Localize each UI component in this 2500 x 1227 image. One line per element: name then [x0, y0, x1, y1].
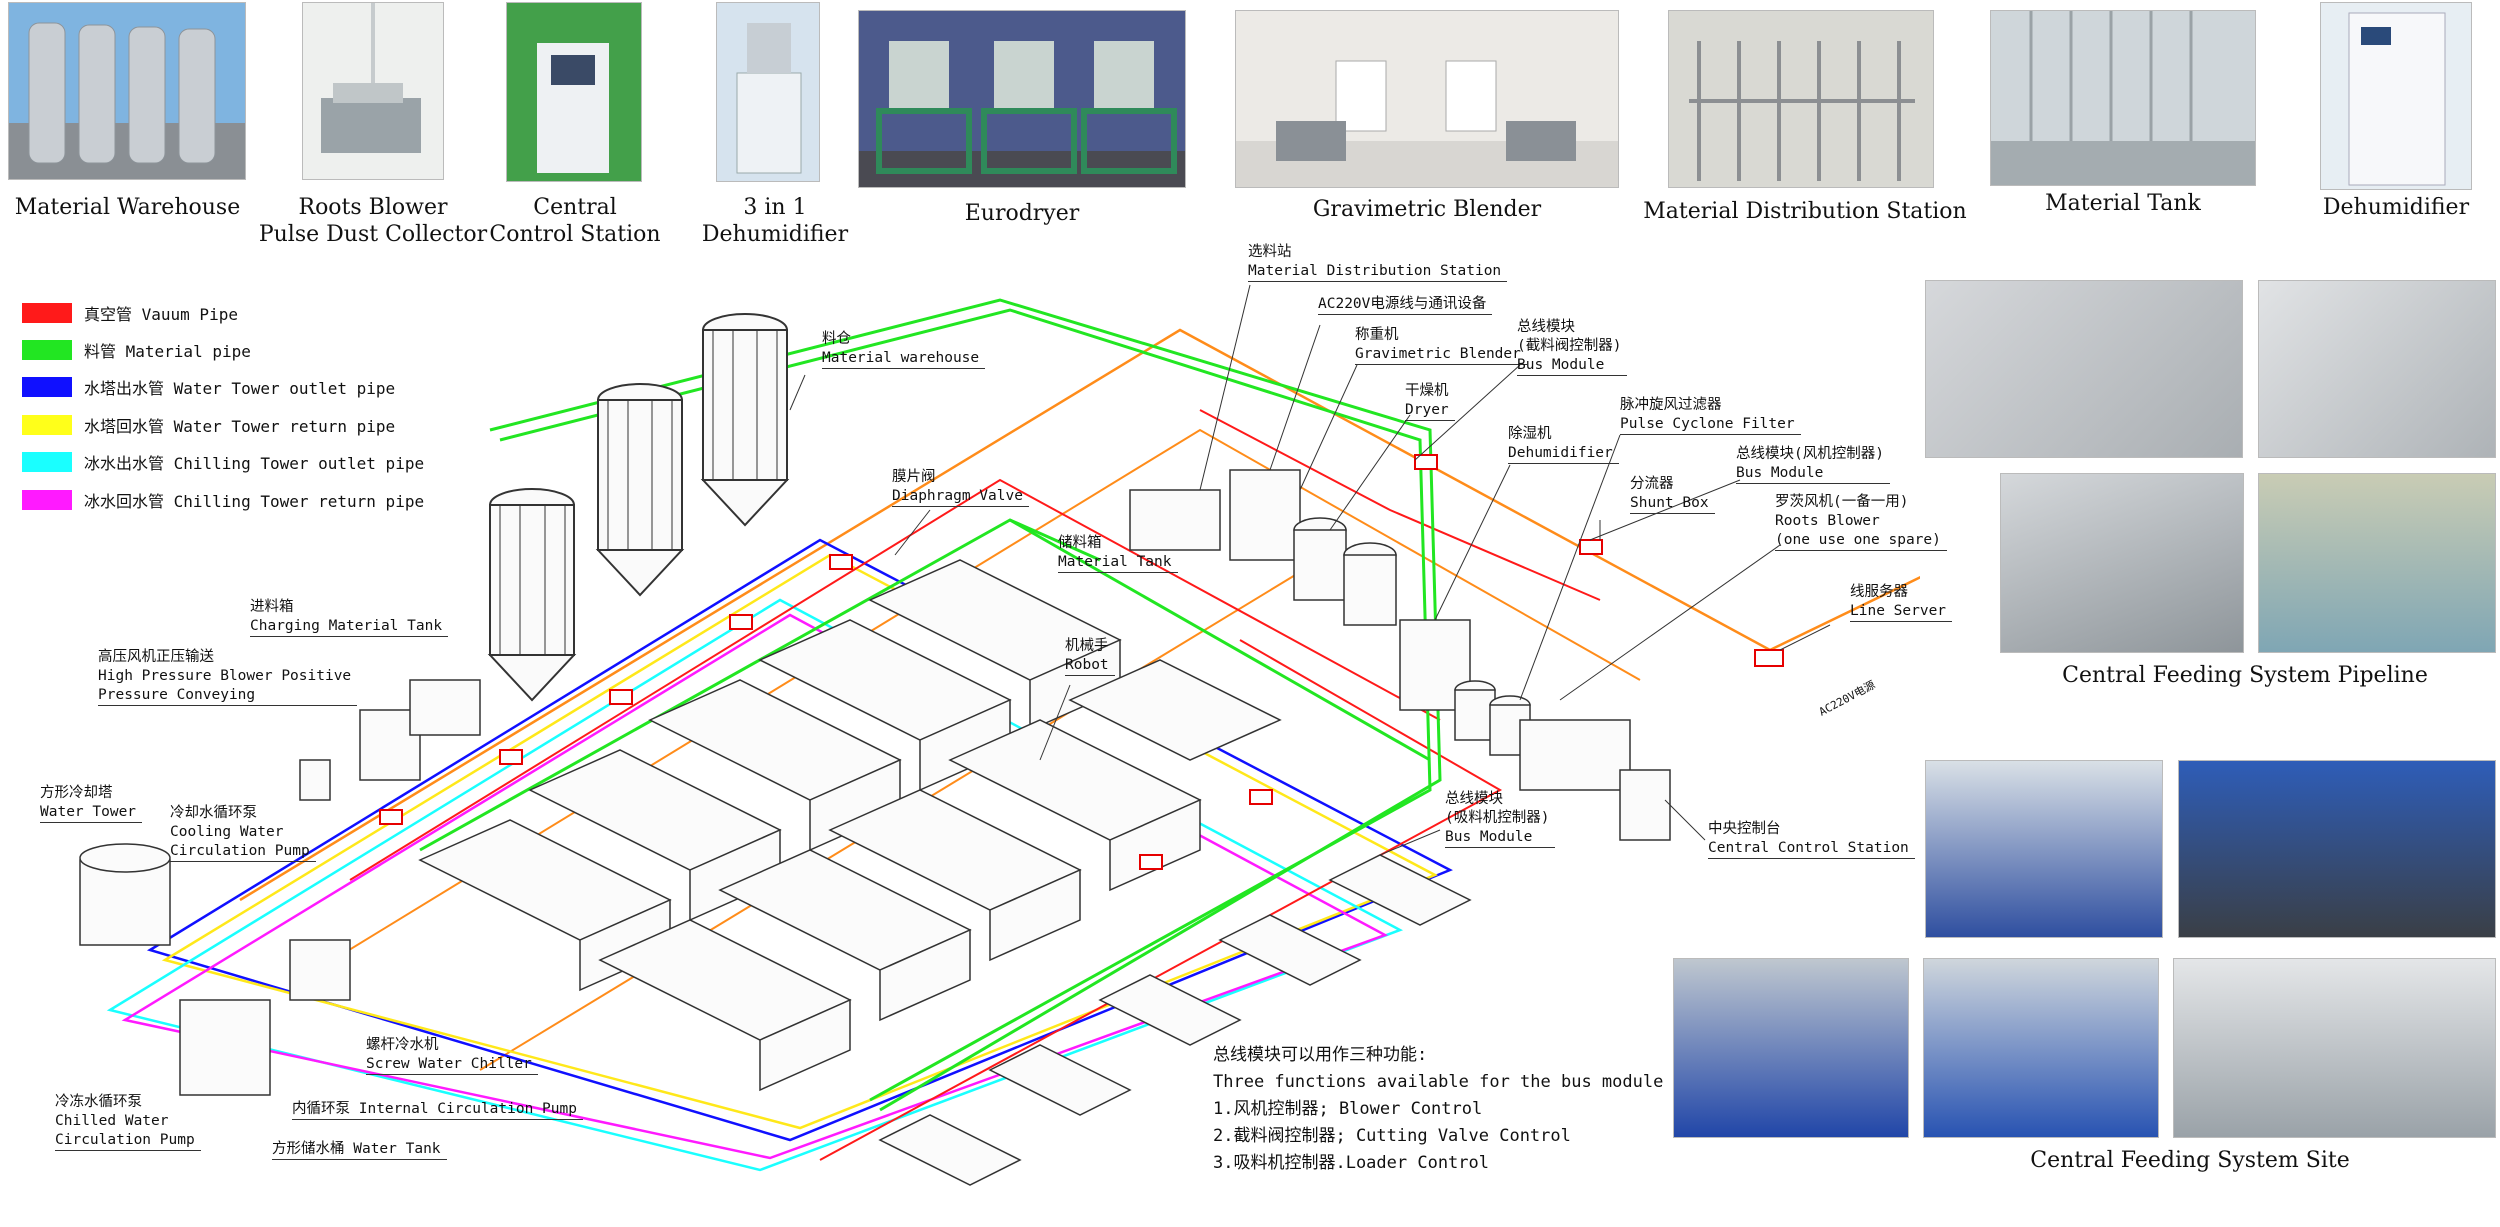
- legend-item-water-outlet: 水塔出水管 Water Tower outlet pipe: [22, 376, 395, 398]
- legend-swatch-cyan: [22, 452, 72, 472]
- function-loader-control: 3.吸料机控制器.Loader Control: [1213, 1153, 1489, 1173]
- orange-power-line: [239, 328, 1920, 902]
- legend-swatch-red: [22, 303, 72, 323]
- bus-module-functions: 总线模块可以用作三种功能: Three functions available …: [1213, 1042, 1684, 1177]
- photo-central-control: [506, 2, 642, 182]
- legend-swatch-green: [22, 340, 72, 360]
- label-internal-circulation-pump: 内循环泵 Internal Circulation Pump: [292, 1100, 583, 1120]
- pipeline-photo-4: [2258, 473, 2496, 653]
- photo-dehumidifier: [2320, 2, 2472, 190]
- site-photo-1: [1925, 760, 2163, 938]
- site-photo-5: [2173, 958, 2496, 1138]
- functions-subtitle: Three functions available for the bus mo…: [1213, 1072, 1684, 1092]
- label-water-tank: 方形储水桶 Water Tank: [272, 1140, 447, 1160]
- photo-material-distribution: [1668, 10, 1934, 188]
- legend-swatch-blue: [22, 377, 72, 397]
- functions-title: 总线模块可以用作三种功能:: [1213, 1045, 1428, 1065]
- photo-material-warehouse: [8, 2, 246, 180]
- label-roots-blower: 罗茨风机(一备一用)Roots Blower(one use one spare…: [1775, 493, 1947, 551]
- site-photo-4: [1923, 958, 2159, 1138]
- caption-central-control: Central Control Station: [489, 195, 661, 247]
- function-cutting-valve: 2.截料阀控制器; Cutting Valve Control: [1213, 1126, 1571, 1146]
- site-photo-3: [1673, 958, 1909, 1138]
- legend-item-water-return: 水塔回水管 Water Tower return pipe: [22, 414, 395, 436]
- caption-gravimetric-blender: Gravimetric Blender: [1312, 197, 1542, 222]
- caption-material-tank: Material Tank: [2045, 191, 2201, 216]
- water-pipes: [106, 538, 1453, 1172]
- pipeline-photo-2: [2258, 280, 2496, 458]
- caption-roots-blower: Roots Blower Pulse Dust Collector: [258, 195, 488, 247]
- caption-dehumidifier: Dehumidifier: [2322, 195, 2470, 220]
- legend-item-chill-outlet: 冰水出水管 Chilling Tower outlet pipe: [22, 451, 424, 473]
- caption-material-warehouse: Material Warehouse: [14, 195, 241, 220]
- material-warehouse-silos: [487, 313, 790, 702]
- legend-item-vacuum-pipe: 真空管 Vauum Pipe: [22, 302, 238, 324]
- photo-gravimetric-blender: [1235, 10, 1619, 188]
- injection-machines: [418, 559, 1282, 1092]
- photo-eurodryer: [858, 10, 1186, 188]
- pipeline-photo-1: [1925, 280, 2243, 458]
- legend-item-material-pipe: 料管 Material pipe: [22, 339, 251, 361]
- equipment-cluster: [1129, 469, 1671, 841]
- label-bus-module-loader: 总线模块(吸料机控制器)Bus Module: [1445, 790, 1556, 848]
- caption-pipeline: Central Feeding System Pipeline: [2062, 663, 2428, 688]
- caption-eurodryer: Eurodryer: [964, 201, 1080, 226]
- feeding-system-diagram: [79, 284, 1920, 1186]
- pipeline-photo-3: [2000, 473, 2244, 653]
- silo-photo: [9, 3, 245, 179]
- material-pipes: [419, 298, 1442, 1112]
- function-blower-control: 1.风机控制器; Blower Control: [1213, 1099, 1483, 1119]
- label-ac220: AC220V电源线与通讯设备: [1318, 295, 1493, 315]
- vacuum-pipes: [349, 409, 1601, 1161]
- site-photo-2: [2178, 760, 2496, 938]
- label-bus-module-blower: 总线模块(风机控制器)Bus Module: [1736, 445, 1890, 484]
- photo-roots-blower: [302, 2, 444, 180]
- caption-site: Central Feeding System Site: [2030, 1148, 2350, 1173]
- photo-material-tank: [1990, 10, 2256, 186]
- caption-3in1: 3 in 1 Dehumidifier: [701, 195, 849, 247]
- legend-item-chill-return: 冰水回水管 Chilling Tower return pipe: [22, 489, 424, 511]
- photo-3in1-dehumidifier: [716, 2, 820, 182]
- legend-swatch-magenta: [22, 490, 72, 510]
- caption-material-distribution: Material Distribution Station: [1643, 199, 1967, 224]
- label-bus-module-cutting: 总线模块(截料阀控制器)Bus Module: [1517, 318, 1628, 376]
- legend-swatch-yellow: [22, 415, 72, 435]
